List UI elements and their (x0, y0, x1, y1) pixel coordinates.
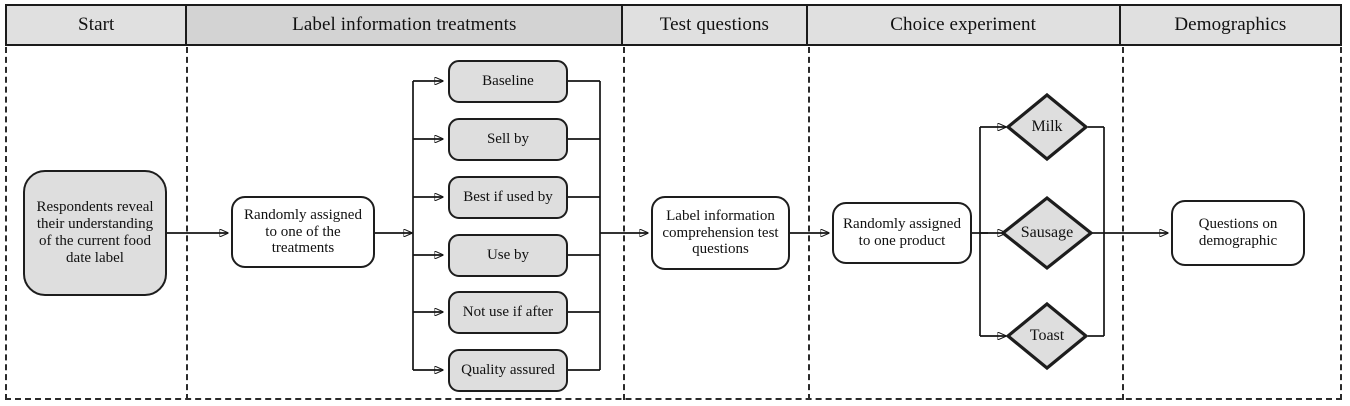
node-comprehension-test-questions-label: Label information comprehension test que… (662, 207, 779, 258)
lane-divider-2 (623, 47, 625, 400)
node-treatment-quality-assured[interactable]: Quality assured (448, 349, 568, 392)
node-treatment-baseline[interactable]: Baseline (448, 60, 568, 103)
node-randomly-assigned-product[interactable]: Randomly assigned to one product (832, 202, 972, 264)
node-treatment-quality-assured-label: Quality assured (461, 362, 555, 379)
lane-header-row: Start Label information treatments Test … (5, 4, 1342, 46)
lane-header-choice-experiment-label: Choice experiment (890, 14, 1036, 35)
node-randomly-assigned-treatment-label: Randomly assigned to one of the treatmen… (244, 206, 362, 257)
lane-header-demographics-label: Demographics (1174, 14, 1287, 35)
lane-divider-4 (1122, 47, 1124, 400)
node-treatment-best-if-used-by[interactable]: Best if used by (448, 176, 568, 219)
node-randomly-assigned-product-label: Randomly assigned to one product (843, 216, 961, 249)
node-questions-on-demographic-label: Questions on demographic (1198, 216, 1278, 249)
lane-header-label-information-treatments-label: Label information treatments (292, 14, 517, 35)
swimlane-frame (5, 47, 1342, 400)
lane-header-start: Start (7, 6, 188, 44)
lane-header-test-questions-label: Test questions (659, 14, 770, 35)
node-product-milk[interactable]: Milk (1005, 92, 1089, 162)
node-product-toast[interactable]: Toast (1005, 301, 1089, 371)
node-randomly-assigned-treatment[interactable]: Randomly assigned to one of the treatmen… (231, 196, 375, 268)
lane-header-test-questions: Test questions (623, 6, 808, 44)
node-comprehension-test-questions[interactable]: Label information comprehension test que… (651, 196, 790, 270)
node-treatment-use-by[interactable]: Use by (448, 234, 568, 277)
node-treatment-not-use-if-after[interactable]: Not use if after (448, 291, 568, 334)
lane-header-demographics: Demographics (1120, 6, 1341, 44)
node-start-respondents-reveal[interactable]: Respondents reveal their understanding o… (23, 170, 167, 296)
node-treatment-best-if-used-by-label: Best if used by (463, 189, 553, 206)
lane-header-label-information-treatments: Label information treatments (187, 6, 624, 44)
node-questions-on-demographic[interactable]: Questions on demographic (1171, 200, 1305, 266)
lane-header-choice-experiment: Choice experiment (807, 6, 1121, 44)
node-product-sausage[interactable]: Sausage (1000, 195, 1094, 271)
lane-divider-1 (186, 47, 188, 400)
lane-header-start-label: Start (78, 14, 115, 35)
node-treatment-baseline-label: Baseline (482, 73, 534, 90)
node-treatment-sell-by-label: Sell by (486, 131, 530, 148)
node-treatment-not-use-if-after-label: Not use if after (462, 304, 554, 321)
node-treatment-sell-by[interactable]: Sell by (448, 118, 568, 161)
node-treatment-use-by-label: Use by (486, 247, 530, 264)
node-start-label: Respondents reveal their understanding o… (36, 199, 154, 266)
lane-divider-3 (808, 47, 810, 400)
